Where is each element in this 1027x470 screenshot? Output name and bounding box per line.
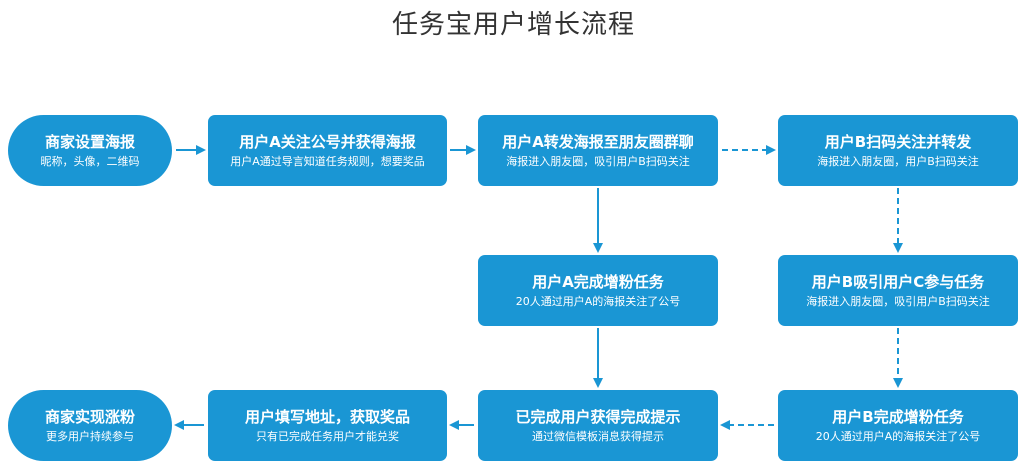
node-merchant-growth: 商家实现涨粉 更多用户持续参与 [8,390,172,461]
node-completion-notice: 已完成用户获得完成提示 通过微信模板消息获得提示 [478,390,718,461]
node-subtitle: 昵称，头像，二维码 [40,155,140,168]
node-subtitle: 通过微信模板消息获得提示 [532,430,664,443]
node-subtitle: 海报进入朋友圈，用户B扫码关注 [817,155,979,168]
node-title: 用户A转发海报至朋友圈群聊 [502,133,694,151]
node-subtitle: 只有已完成任务用户才能兑奖 [256,430,399,443]
node-title: 用户A关注公号并获得海报 [239,133,416,151]
node-user-b-scan-and-share: 用户B扫码关注并转发 海报进入朋友圈，用户B扫码关注 [778,115,1018,186]
node-user-a-share-poster: 用户A转发海报至朋友圈群聊 海报进入朋友圈，吸引用户B扫码关注 [478,115,718,186]
node-title: 商家设置海报 [44,133,135,151]
node-title: 用户B吸引用户C参与任务 [811,273,985,291]
node-title: 用户A完成增粉任务 [532,273,664,291]
node-title: 商家实现涨粉 [44,408,135,426]
node-subtitle: 用户A通过导言知道任务规则，想要奖品 [230,155,425,168]
node-subtitle: 海报进入朋友圈，吸引用户B扫码关注 [506,155,690,168]
node-subtitle: 更多用户持续参与 [46,430,134,443]
node-subtitle: 海报进入朋友圈，吸引用户B扫码关注 [806,295,990,308]
node-merchant-set-poster: 商家设置海报 昵称，头像，二维码 [8,115,172,186]
node-claim-prize: 用户填写地址，获取奖品 只有已完成任务用户才能兑奖 [208,390,447,461]
node-user-b-invite-user-c: 用户B吸引用户C参与任务 海报进入朋友圈，吸引用户B扫码关注 [778,255,1018,326]
node-user-a-complete-task: 用户A完成增粉任务 20人通过用户A的海报关注了公号 [478,255,718,326]
node-title: 用户填写地址，获取奖品 [244,408,410,426]
node-user-a-follow-get-poster: 用户A关注公号并获得海报 用户A通过导言知道任务规则，想要奖品 [208,115,447,186]
node-subtitle: 20人通过用户A的海报关注了公号 [815,430,981,443]
node-title: 用户B完成增粉任务 [832,408,964,426]
node-subtitle: 20人通过用户A的海报关注了公号 [515,295,681,308]
page-title: 任务宝用户增长流程 [391,10,635,40]
node-title: 用户B扫码关注并转发 [824,133,972,151]
node-user-b-complete-task: 用户B完成增粉任务 20人通过用户A的海报关注了公号 [778,390,1018,461]
node-title: 已完成用户获得完成提示 [515,408,681,426]
